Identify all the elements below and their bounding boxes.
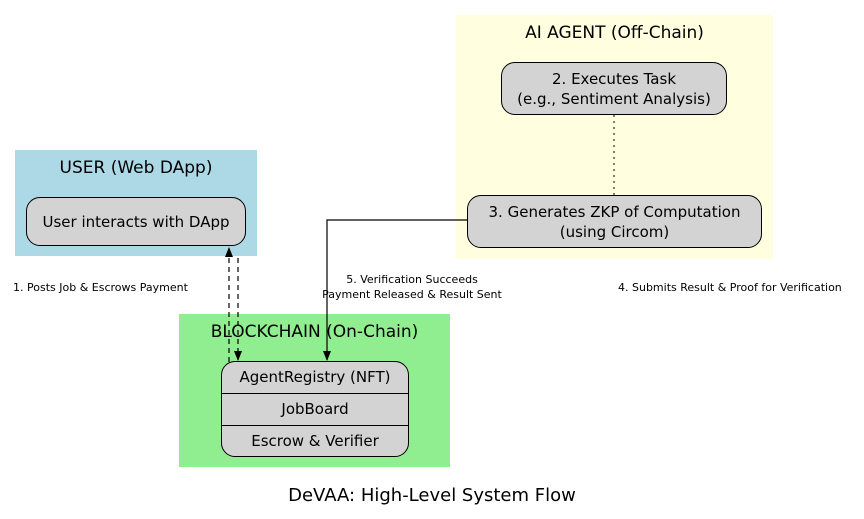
edge-label-verification: 5. Verification Succeeds Payment Release… (312, 272, 512, 302)
agent-cluster-title: AI AGENT (Off-Chain) (525, 23, 704, 43)
verification-line1: 5. Verification Succeeds (346, 273, 478, 286)
diagram-title: DeVAA: High-Level System Flow (288, 485, 576, 506)
edge-label-post-job: 1. Posts Job & Escrows Payment (13, 281, 188, 294)
user-dapp-label: User interacts with DApp (42, 212, 230, 231)
user-cluster-title: USER (Web DApp) (59, 158, 213, 178)
generate-zkp-node: 3. Generates ZKP of Computation (using C… (467, 195, 762, 248)
agent-registry-cell: AgentRegistry (NFT) (239, 368, 391, 386)
generate-zkp-line2: (using Circom) (559, 222, 670, 241)
execute-task-node: 2. Executes Task (e.g., Sentiment Analys… (501, 62, 727, 115)
edge-label-submit-result: 4. Submits Result & Proof for Verificati… (618, 281, 842, 294)
verification-line2: Payment Released & Result Sent (322, 288, 502, 301)
contracts-record-node: AgentRegistry (NFT) JobBoard Escrow & Ve… (221, 361, 409, 457)
execute-task-line1: 2. Executes Task (551, 69, 677, 88)
job-board-cell: JobBoard (222, 393, 408, 425)
generate-zkp-line1: 3. Generates ZKP of Computation (488, 202, 741, 221)
edge-submit-result (323, 219, 468, 361)
escrow-verifier-cell: Escrow & Verifier (222, 425, 408, 456)
execute-task-line2: (e.g., Sentiment Analysis) (517, 89, 711, 108)
blockchain-cluster-title: BLOCKCHAIN (On-Chain) (210, 322, 419, 342)
user-dapp-node: User interacts with DApp (26, 197, 246, 246)
